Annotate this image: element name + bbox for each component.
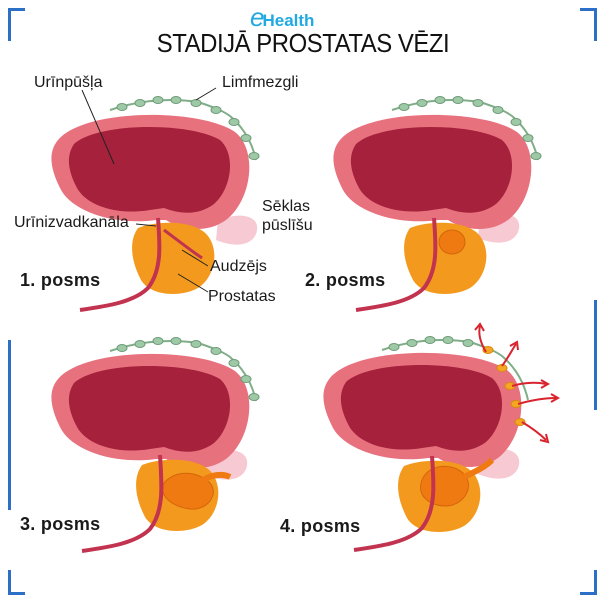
tumor	[438, 229, 466, 255]
stage-label-1: 1. posms	[20, 270, 101, 290]
panel-stage-4-illustration	[323, 322, 561, 552]
frame-top-right	[580, 8, 597, 41]
logo-prefix: e	[250, 2, 265, 32]
metastatic-lymph-nodes	[482, 346, 526, 426]
panel-stage-3-illustration	[51, 337, 260, 553]
label-seminal-vesicles-line2: pūslīšu	[262, 217, 313, 234]
bladder-inner	[68, 126, 231, 213]
bladder-inner	[350, 126, 513, 213]
metastasis-arrows	[474, 322, 561, 444]
tumor-extension	[460, 457, 495, 481]
label-bladder: Urīnpūšļa	[34, 74, 103, 91]
pointer-urethra	[135, 223, 157, 227]
lymph-vessels	[391, 99, 539, 161]
pointer-prostate	[177, 273, 209, 293]
lymph-nodes	[398, 96, 542, 160]
frame-mid-right	[580, 300, 597, 410]
ehealth-logo: eHealth	[250, 4, 314, 30]
frame-mid-left	[8, 340, 25, 510]
stage-label-4: 4. posms	[280, 516, 361, 536]
label-lymph-nodes: Limfmezgli	[222, 74, 299, 91]
urethra	[79, 217, 162, 312]
frame-bottom-right	[580, 570, 597, 595]
stage-label-3: 3. posms	[20, 514, 101, 534]
bladder-inner	[68, 365, 231, 452]
lymph-vessels	[109, 99, 257, 161]
panel-stage-2-illustration	[333, 96, 542, 312]
urethra	[355, 217, 438, 312]
seminal-vesicle	[216, 215, 258, 245]
lymph-nodes	[116, 96, 260, 160]
prostate	[404, 222, 487, 294]
urethra-branch	[163, 228, 203, 260]
urethra	[353, 455, 436, 552]
stage-label-2: 2. posms	[305, 270, 386, 290]
logo-name: Health	[262, 11, 315, 30]
pointer-tumor	[181, 249, 209, 267]
urethra	[81, 454, 164, 553]
frame-top-left	[8, 8, 25, 41]
lymph-vessels	[109, 340, 257, 402]
label-prostate: Prostatas	[208, 288, 276, 305]
label-urethra: Urīnizvadkanāla	[14, 214, 129, 231]
page-title: STADIJĀ PROSTATAS VĒZI	[156, 28, 450, 58]
tumor-extension	[200, 471, 232, 484]
bladder-inner	[340, 364, 503, 451]
pointer-lymph	[195, 87, 217, 101]
frame-bottom-left	[8, 570, 25, 595]
tumor	[162, 472, 214, 510]
panel-stage-1-illustration	[51, 87, 260, 312]
tumor	[420, 465, 469, 507]
pointer-bladder	[81, 89, 115, 165]
label-seminal-vesicles-line1: Sēklas	[262, 198, 311, 215]
label-tumor: Audzējs	[210, 258, 267, 275]
lymph-nodes	[388, 336, 474, 351]
prostate	[132, 222, 215, 294]
lymph-nodes	[116, 337, 260, 401]
